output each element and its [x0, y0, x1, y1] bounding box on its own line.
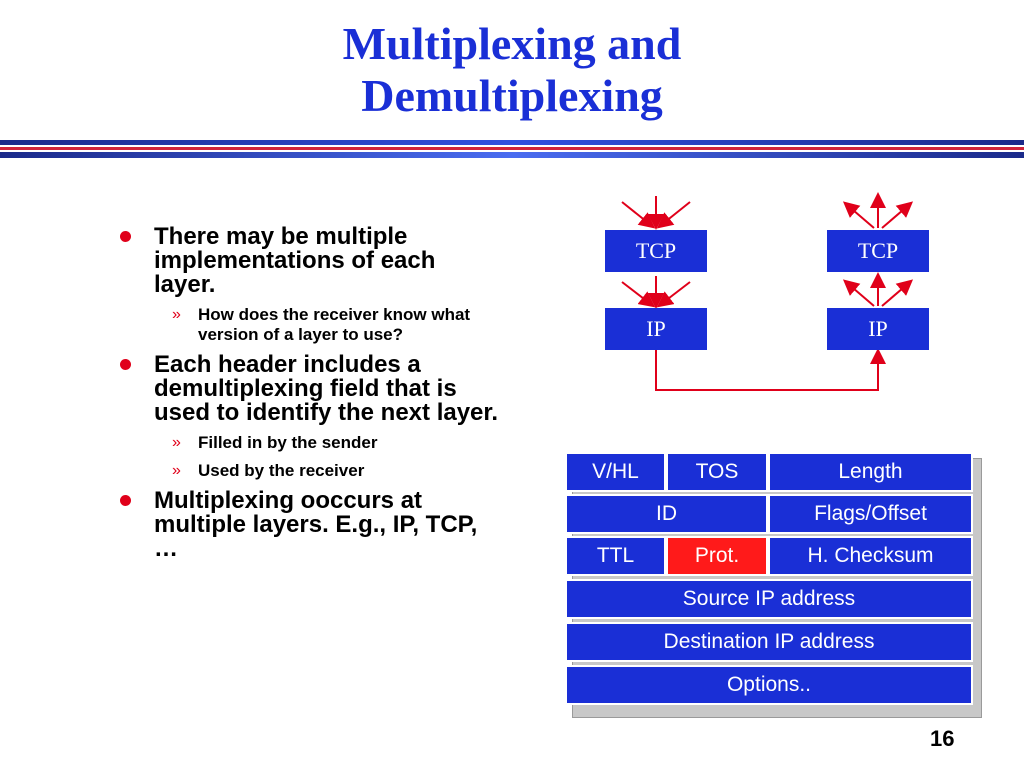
sub-bullet-item: » How does the receiver know what versio… [120, 305, 500, 345]
sub-bullet-item: » Filled in by the sender [120, 433, 500, 453]
right-tcp-box: TCP [827, 230, 929, 272]
link-connector [655, 348, 886, 391]
arrow-out-right-6 [881, 201, 914, 229]
field-options: Options.. [565, 665, 973, 705]
arrow-in-left-1 [621, 201, 656, 229]
field-id: ID [565, 494, 768, 534]
slide-title: Multiplexing and Demultiplexing [0, 18, 1024, 122]
bullet-dot-icon [120, 231, 131, 242]
sub-bullet-text: Used by the receiver [198, 461, 365, 480]
bullet-text: There may be multiple implementations of… [154, 223, 436, 298]
bullet-item: Multiplexing ooccurs at multiple layers.… [120, 489, 500, 561]
arrow-out-right-1 [842, 279, 875, 307]
sub-bullet-text: How does the receiver know what version … [198, 305, 471, 344]
bullet-text: Each header includes a demultiplexing fi… [154, 351, 499, 426]
bullet-item: Each header includes a demultiplexing fi… [120, 353, 500, 425]
bullet-text: Multiplexing ooccurs at multiple layers.… [154, 487, 478, 562]
field-flags-offset: Flags/Offset [768, 494, 973, 534]
sub-bullet-marker-icon: » [172, 306, 181, 323]
bullet-list: There may be multiple implementations of… [120, 225, 500, 569]
arrow-out-right-4 [842, 201, 875, 229]
arrow-in-left-4 [621, 281, 656, 308]
field-length: Length [768, 452, 973, 492]
bullet-dot-icon [120, 495, 131, 506]
title-rule-bottom [0, 152, 1024, 158]
bullet-dot-icon [120, 359, 131, 370]
field-protocol: Prot. [666, 536, 768, 576]
field-source-ip: Source IP address [565, 579, 973, 619]
sub-bullet-marker-icon: » [172, 462, 181, 479]
arrow-in-left-6 [656, 281, 691, 308]
left-tcp-box: TCP [605, 230, 707, 272]
arrow-out-right-3 [881, 279, 914, 307]
arrow-in-left-3 [656, 201, 691, 229]
field-destination-ip: Destination IP address [565, 622, 973, 662]
field-tos: TOS [666, 452, 768, 492]
right-ip-box: IP [827, 308, 929, 350]
left-ip-box: IP [605, 308, 707, 350]
sub-bullet-item: » Used by the receiver [120, 461, 500, 481]
title-rule-mid [0, 147, 1024, 150]
field-header-checksum: H. Checksum [768, 536, 973, 576]
title-line-2: Demultiplexing [361, 70, 663, 121]
sub-bullet-marker-icon: » [172, 434, 181, 451]
sub-bullet-text: Filled in by the sender [198, 433, 378, 452]
bullet-item: There may be multiple implementations of… [120, 225, 500, 297]
field-ttl: TTL [565, 536, 666, 576]
title-line-1: Multiplexing and [342, 18, 682, 69]
title-rule-top [0, 140, 1024, 145]
page-number: 16 [930, 726, 955, 751]
field-vhl: V/HL [565, 452, 666, 492]
